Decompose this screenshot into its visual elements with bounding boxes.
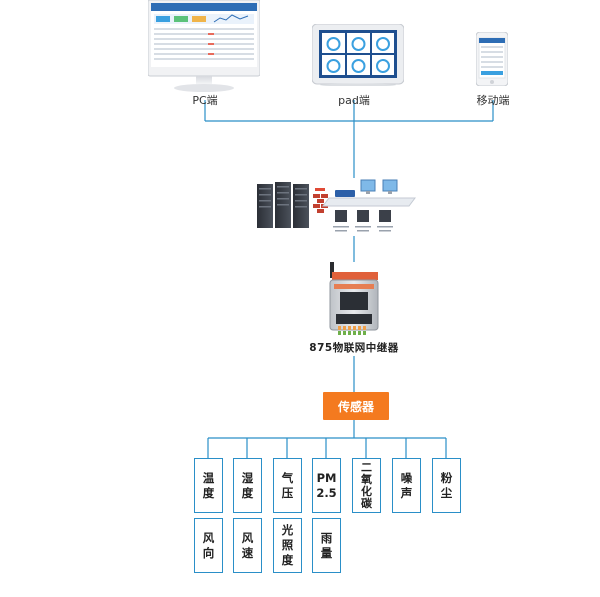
sensor-air-pressure: 气压 [273, 458, 302, 513]
sensor-illuminance: 光照度 [273, 518, 302, 573]
gateway-label: 875物联网中继器 [309, 342, 399, 354]
sensor-pm25: PM 2.5 [312, 458, 341, 513]
sensor-rainfall: 雨量 [312, 518, 341, 573]
sensor-temperature: 温度 [194, 458, 223, 513]
sensor-wind-direction: 风向 [194, 518, 223, 573]
pad-tablet-icon [312, 24, 404, 86]
pc-terminal-label: PC端 [192, 94, 218, 107]
gateway-device-icon [329, 262, 379, 335]
mobile-terminal-label: 移动端 [476, 94, 510, 107]
sensor-humidity: 湿度 [233, 458, 262, 513]
server-network-cluster-icon [257, 179, 416, 232]
pad-terminal-label: pad端 [338, 94, 370, 107]
sensor-noise: 噪声 [392, 458, 421, 513]
sensor-header: 传感器 [323, 392, 389, 420]
sensor-co2: 二氧化碳 [352, 458, 381, 513]
mobile-phone-icon [476, 32, 508, 86]
pc-monitor-icon [148, 0, 260, 92]
sensor-dust: 粉尘 [432, 458, 461, 513]
sensor-wind-speed: 风速 [233, 518, 262, 573]
